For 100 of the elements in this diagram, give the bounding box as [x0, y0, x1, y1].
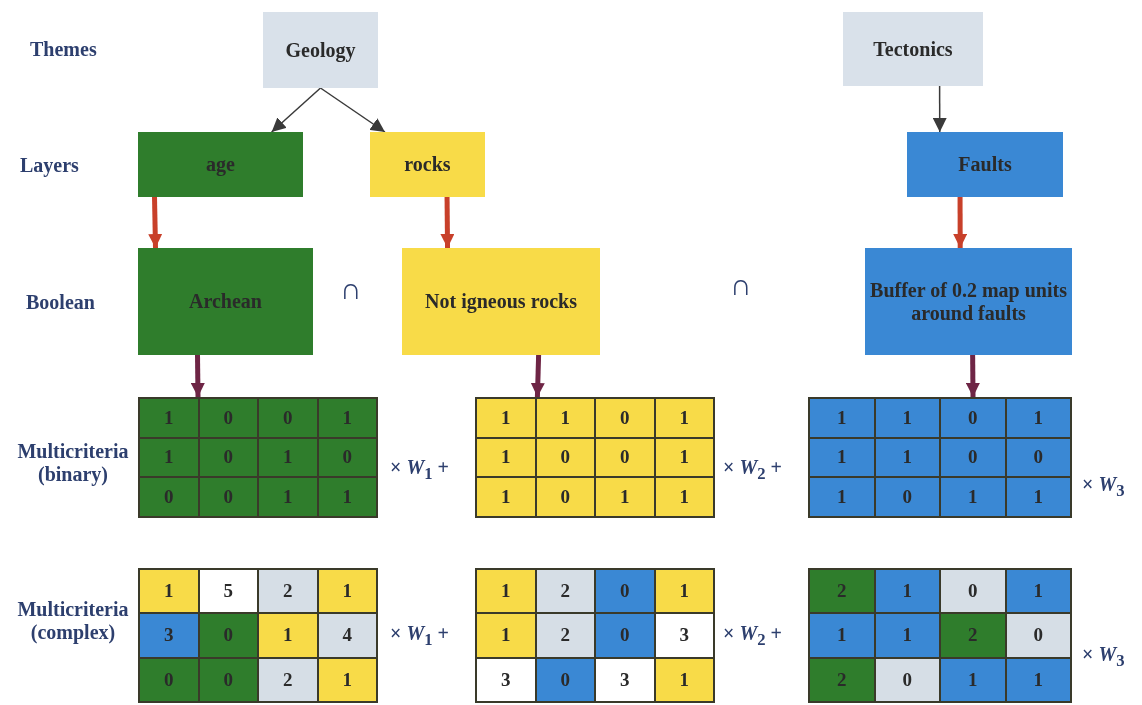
weight-term: × W$_{1}$ +	[390, 456, 449, 484]
grid-cell: 4	[317, 613, 377, 658]
grid-cell: 3	[476, 657, 536, 702]
grid-cell: 0	[535, 437, 595, 478]
intersection-symbol: ∩	[340, 272, 362, 306]
arrow	[190, 354, 205, 398]
arrow	[148, 196, 163, 249]
row-label: Boolean	[26, 291, 95, 314]
grid-cell: 1	[1005, 657, 1071, 702]
layer-box: Faults	[907, 132, 1063, 197]
grid-cell: 1	[258, 437, 318, 478]
grid-cell: 1	[139, 569, 199, 614]
grid-cell: 0	[940, 569, 1006, 614]
grid-cell: 1	[809, 398, 875, 438]
boolean-box: Not igneous rocks	[402, 248, 600, 355]
grid-cell: 0	[940, 437, 1006, 478]
grid-cell: 0	[940, 398, 1006, 438]
grid-cell: 1	[874, 437, 940, 478]
grid-cell: 1	[1005, 398, 1071, 438]
grid-cell: 1	[476, 569, 536, 614]
grid-cell: 1	[317, 657, 377, 702]
grid-cell: 0	[1005, 437, 1071, 478]
grid-cell: 0	[258, 398, 318, 438]
weight-term: × W$_{2}$ +	[723, 456, 782, 484]
weight-term: × W$_{3}$	[1082, 643, 1125, 671]
grid-cell: 1	[1005, 477, 1071, 517]
grid-cell: 0	[198, 657, 258, 702]
grid-cell: 2	[940, 613, 1006, 658]
grid-cell: 1	[258, 477, 318, 517]
data-grid	[138, 397, 378, 518]
grid-cell: 3	[654, 613, 714, 658]
weight-term: × W$_{3}$	[1082, 473, 1125, 501]
layer-box: rocks	[370, 132, 485, 197]
theme-box: Tectonics	[843, 12, 983, 86]
grid-cell: 0	[1005, 613, 1071, 658]
grid-cell: 1	[1005, 569, 1071, 614]
grid-cell: 0	[595, 569, 655, 614]
grid-cell: 1	[874, 398, 940, 438]
grid-cell: 0	[874, 657, 940, 702]
grid-cell: 3	[139, 613, 199, 658]
arrow	[440, 196, 455, 249]
intersection-symbol: ∩	[730, 268, 752, 302]
grid-cell: 1	[476, 437, 536, 478]
grid-cell: 1	[654, 657, 714, 702]
grid-cell: 1	[476, 398, 536, 438]
data-grid	[808, 397, 1072, 518]
boolean-box: Archean	[138, 248, 313, 355]
grid-cell: 0	[198, 398, 258, 438]
layer-box: age	[138, 132, 303, 197]
grid-cell: 1	[874, 613, 940, 658]
row-label: Layers	[20, 154, 79, 177]
arrow	[530, 354, 545, 398]
grid-cell: 2	[258, 657, 318, 702]
row-label: Multicriteria (complex)	[16, 598, 130, 644]
grid-cell: 0	[535, 657, 595, 702]
grid-cell: 3	[595, 657, 655, 702]
weight-term: × W$_{1}$ +	[390, 622, 449, 650]
arrow	[270, 87, 322, 133]
grid-cell: 0	[139, 477, 199, 517]
row-label: Themes	[30, 38, 97, 61]
data-grid	[475, 568, 715, 703]
data-grid	[475, 397, 715, 518]
grid-cell: 1	[595, 477, 655, 517]
grid-cell: 0	[535, 477, 595, 517]
grid-cell: 1	[317, 398, 377, 438]
grid-cell: 5	[198, 569, 258, 614]
grid-cell: 1	[139, 398, 199, 438]
grid-cell: 0	[317, 437, 377, 478]
weight-term: × W$_{2}$ +	[723, 622, 782, 650]
grid-cell: 1	[874, 569, 940, 614]
grid-cell: 1	[317, 477, 377, 517]
data-grid	[138, 568, 378, 703]
data-grid	[808, 568, 1072, 703]
grid-cell: 1	[139, 437, 199, 478]
grid-cell: 1	[654, 477, 714, 517]
grid-cell: 1	[809, 477, 875, 517]
grid-cell: 1	[940, 657, 1006, 702]
arrow	[319, 87, 386, 133]
grid-cell: 0	[198, 437, 258, 478]
grid-cell: 0	[595, 613, 655, 658]
grid-cell: 0	[198, 477, 258, 517]
grid-cell: 1	[654, 569, 714, 614]
grid-cell: 0	[595, 398, 655, 438]
grid-cell: 1	[654, 437, 714, 478]
arrow	[932, 85, 947, 133]
grid-cell: 1	[809, 437, 875, 478]
row-label: Multicriteria (binary)	[16, 440, 130, 486]
grid-cell: 1	[809, 613, 875, 658]
grid-cell: 2	[809, 657, 875, 702]
grid-cell: 2	[809, 569, 875, 614]
grid-cell: 0	[139, 657, 199, 702]
grid-cell: 1	[476, 477, 536, 517]
arrow	[953, 197, 968, 248]
grid-cell: 0	[595, 437, 655, 478]
arrow	[965, 355, 980, 397]
grid-cell: 1	[476, 613, 536, 658]
grid-cell: 1	[535, 398, 595, 438]
grid-cell: 1	[940, 477, 1006, 517]
grid-cell: 0	[874, 477, 940, 517]
grid-cell: 1	[317, 569, 377, 614]
